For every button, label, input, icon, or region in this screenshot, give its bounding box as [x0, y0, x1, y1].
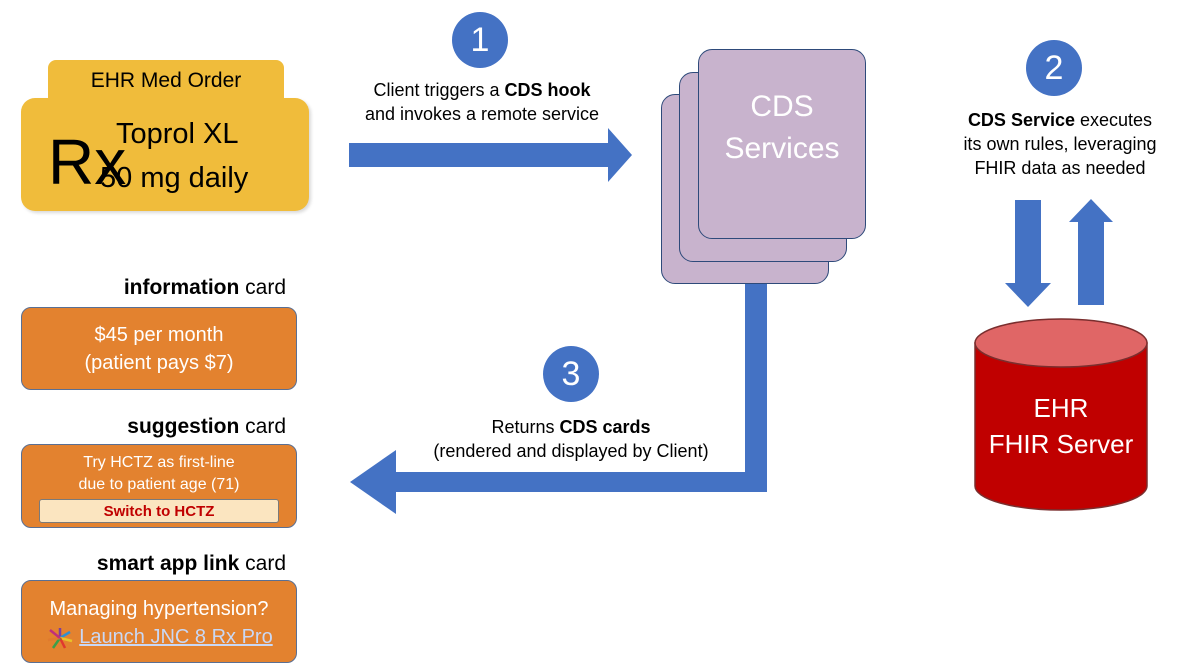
switch-to-hctz-button[interactable]: Switch to HCTZ: [39, 499, 279, 523]
step-3-description: Returns CDS cards (rendered and displaye…: [404, 415, 738, 463]
step-1-line-2: and invokes a remote service: [364, 104, 600, 124]
starburst-app-icon: [48, 627, 73, 649]
arrow-to-services: [349, 128, 632, 182]
step-3-badge: 3: [543, 346, 599, 402]
step-2-description: CDS Service executes its own rules, leve…: [944, 108, 1176, 180]
smart-app-card-title: smart app link card: [96, 552, 286, 575]
med-order-header: EHR Med Order: [48, 60, 284, 100]
information-card-line-1: $45 per month: [94, 324, 224, 346]
fhir-server-label: EHR FHIR Server: [988, 393, 1134, 459]
information-card-title: information card: [123, 276, 286, 299]
launch-app-link[interactable]: Launch JNC 8 Rx Pro: [79, 626, 273, 648]
cds-services-label: CDS Services: [724, 90, 840, 165]
smart-app-card-line-1: Managing hypertension?: [49, 598, 269, 620]
suggestion-card-line-1: Try HCTZ as first-line: [83, 454, 235, 471]
step-1-line-1: Client triggers a CDS hook: [373, 80, 591, 100]
step-2-badge: 2: [1026, 40, 1082, 96]
cds-service-card-front: [698, 49, 866, 239]
drug-name: Toprol XL: [116, 118, 239, 150]
information-card-line-2: (patient pays $7): [84, 352, 234, 374]
step-2-line-3: FHIR data as needed: [974, 158, 1146, 178]
information-card: $45 per month (patient pays $7): [21, 307, 297, 390]
rx-symbol-text: Rx: [48, 126, 127, 198]
rx-icon: Rx: [48, 130, 126, 194]
suggestion-card: Try HCTZ as first-line due to patient ag…: [21, 444, 297, 528]
drug-dose: 50 mg daily: [100, 162, 249, 194]
arrow-return-cards: [350, 258, 767, 514]
step-2-line-2: its own rules, leveraging: [963, 134, 1157, 154]
step-2-line-1: CDS Service executes: [967, 110, 1153, 130]
med-order-box: [21, 98, 309, 211]
arrow-down-to-fhir: [1005, 200, 1051, 307]
suggestion-card-line-2: due to patient age (71): [78, 476, 240, 493]
step-3-line-1: Returns CDS cards: [491, 417, 651, 437]
suggestion-card-title: suggestion card: [127, 415, 286, 438]
step-1-badge: 1: [452, 12, 508, 68]
arrow-up-from-fhir: [1069, 199, 1113, 305]
fhir-server-cylinder: [974, 318, 1148, 511]
step-3-line-2: (rendered and displayed by Client): [433, 441, 709, 461]
step-1-description: Client triggers a CDS hook and invokes a…: [336, 78, 628, 126]
smart-app-link-card: Managing hypertension? Launch JNC 8 Rx P…: [21, 580, 297, 663]
smart-app-link-row: Launch JNC 8 Rx Pro: [22, 623, 296, 651]
